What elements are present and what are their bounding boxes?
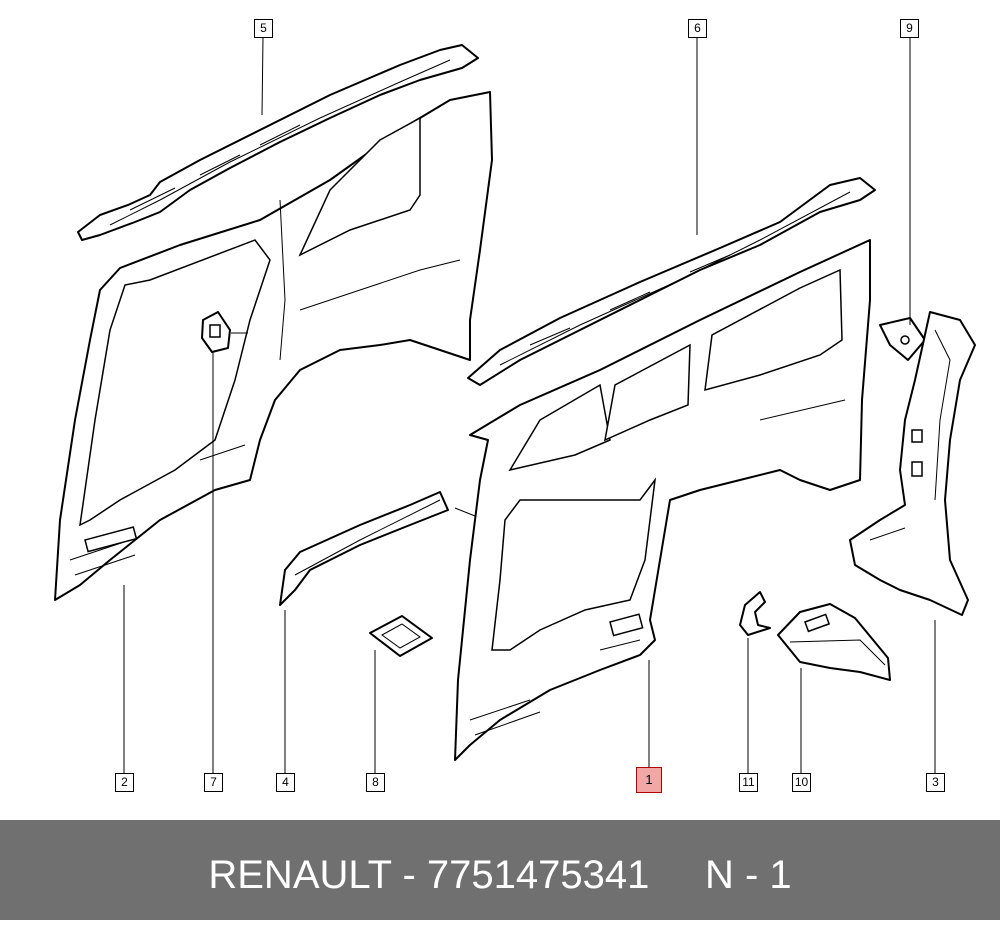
- part-6-roof-rail-center: [467, 177, 876, 386]
- callout-7: 7: [204, 773, 223, 792]
- callout-5: 5: [254, 19, 273, 38]
- part-1-main-side-panel: [454, 239, 871, 761]
- parts-diagram: [54, 36, 976, 773]
- callout-2: 2: [115, 773, 134, 792]
- callout-4: 4: [276, 773, 295, 792]
- callout-9: 9: [900, 19, 919, 38]
- part-8-plate: [369, 615, 433, 657]
- part-10-wheel-arch: [777, 603, 891, 681]
- part-4-sill-reinforcement: [279, 491, 449, 606]
- part-3-rear-pillar: [849, 311, 976, 616]
- callout-11: 11: [739, 773, 758, 792]
- callout-6: 6: [688, 19, 707, 38]
- leader-lines: [123, 36, 936, 773]
- part-5-roof-rail-left: [77, 44, 479, 241]
- part-7-bracket: [201, 311, 231, 353]
- part-11-curved-piece: [739, 591, 771, 636]
- part-9-triangle-bracket: [879, 317, 926, 361]
- part-number-caption: RENAULT - 7751475341 N - 1: [208, 853, 792, 897]
- callout-3: 3: [926, 773, 945, 792]
- part-2-left-side-panel: [54, 91, 493, 601]
- callout-10: 10: [792, 773, 811, 792]
- callout-1-highlighted: 1: [636, 767, 662, 793]
- footer-bar: RENAULT - 7751475341 N - 1: [0, 820, 1000, 920]
- callout-8: 8: [366, 773, 385, 792]
